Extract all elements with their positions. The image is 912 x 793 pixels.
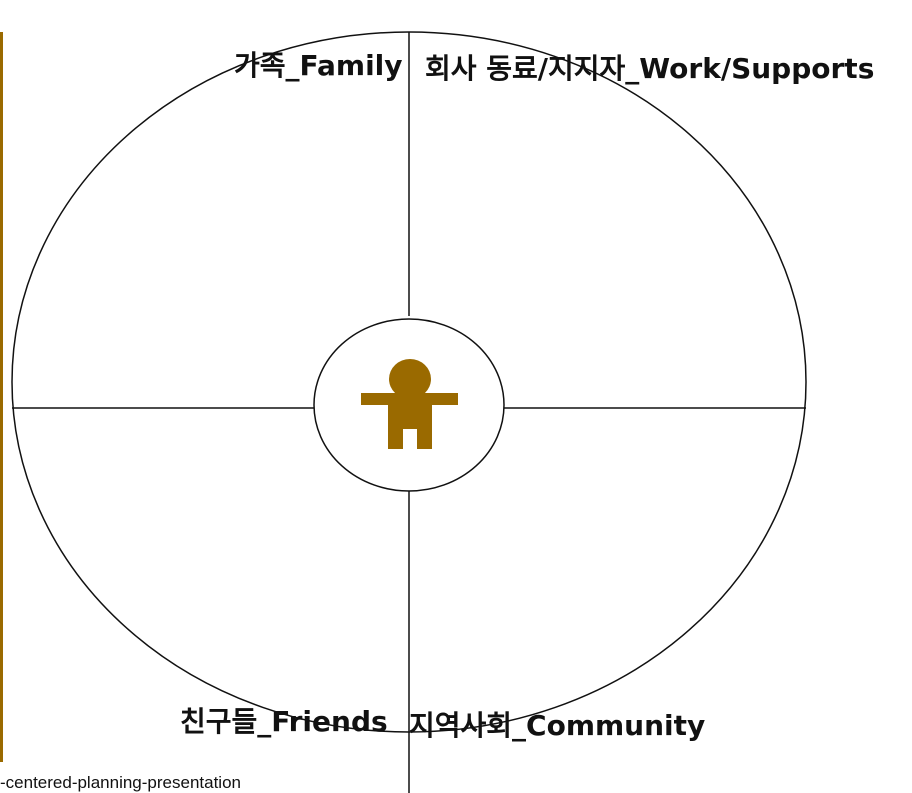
person-icon	[361, 359, 458, 450]
quadrant-label-family: 가족_Family	[234, 49, 403, 82]
quadrant-label-friends: 친구들_Friends	[180, 705, 388, 738]
left-accent-rule	[0, 32, 3, 762]
footer-caption: -centered-planning-presentation	[0, 773, 241, 792]
quadrant-label-work-supports: 회사 동료/지지자_Work/Supports	[425, 52, 875, 85]
quadrant-label-community: 지역사회_Community	[409, 709, 706, 742]
